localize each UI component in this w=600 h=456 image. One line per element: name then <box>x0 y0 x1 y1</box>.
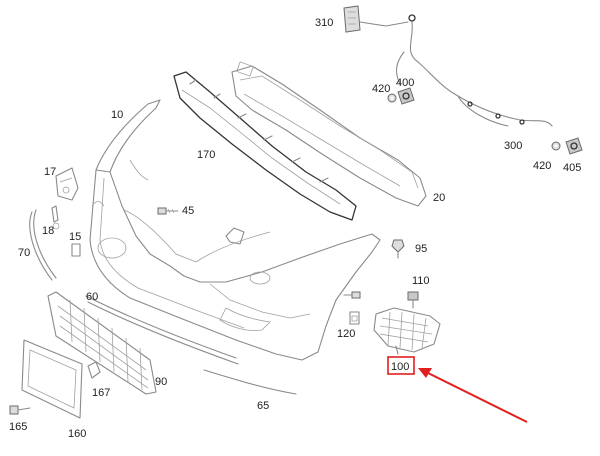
part-300-wiring-harness <box>359 14 553 127</box>
label-405: 405 <box>563 162 581 174</box>
label-90: 90 <box>155 376 167 388</box>
part-60-lower-strip <box>85 295 239 365</box>
label-170: 170 <box>197 149 215 161</box>
label-70: 70 <box>18 247 30 259</box>
part-167-clip <box>87 361 101 379</box>
part-70-trim-strip <box>29 209 57 281</box>
part-310-holder <box>343 5 361 33</box>
part-100-highlight: 100 <box>387 356 415 375</box>
label-60: 60 <box>86 291 98 303</box>
part-110-screw <box>407 291 419 309</box>
label-165: 165 <box>9 421 27 433</box>
part-420-ring-lower <box>551 141 561 151</box>
label-17: 17 <box>44 166 56 178</box>
label-95: 95 <box>415 243 427 255</box>
label-167: 167 <box>92 387 110 399</box>
label-420-upper: 420 <box>372 83 390 95</box>
label-160: 160 <box>68 428 86 440</box>
label-300: 300 <box>504 140 522 152</box>
part-15-insert <box>71 243 81 257</box>
label-400: 400 <box>396 77 414 89</box>
label-65: 65 <box>257 400 269 412</box>
part-100-side-grille <box>373 307 441 355</box>
part-screw-near-120 <box>343 291 361 299</box>
part-95-clip <box>391 239 405 259</box>
label-15: 15 <box>69 231 81 243</box>
part-18-clip <box>51 205 60 230</box>
label-420-lower: 420 <box>533 160 551 172</box>
part-160-plate-bracket <box>21 339 83 419</box>
label-120: 120 <box>337 328 355 340</box>
label-20: 20 <box>433 192 445 204</box>
part-120-bracket <box>349 311 360 325</box>
part-45-screw <box>157 207 179 215</box>
part-10-bumper-cover <box>89 99 381 361</box>
part-17-bracket <box>55 167 79 201</box>
label-45: 45 <box>182 205 194 217</box>
label-10: 10 <box>111 109 123 121</box>
part-400-sensor <box>397 87 415 105</box>
label-110: 110 <box>412 275 430 287</box>
label-310: 310 <box>315 17 333 29</box>
highlight-arrow <box>418 368 528 423</box>
part-405-sensor <box>565 137 583 155</box>
part-170-absorber <box>173 71 357 221</box>
label-18: 18 <box>42 225 54 237</box>
part-20-reinforcement-beam <box>231 61 427 207</box>
part-65-bottom-trim <box>203 369 297 395</box>
part-165-screw <box>9 405 31 415</box>
part-90-center-grille <box>47 291 157 395</box>
label-100: 100 <box>391 361 409 373</box>
part-420-ring-upper <box>387 93 397 103</box>
